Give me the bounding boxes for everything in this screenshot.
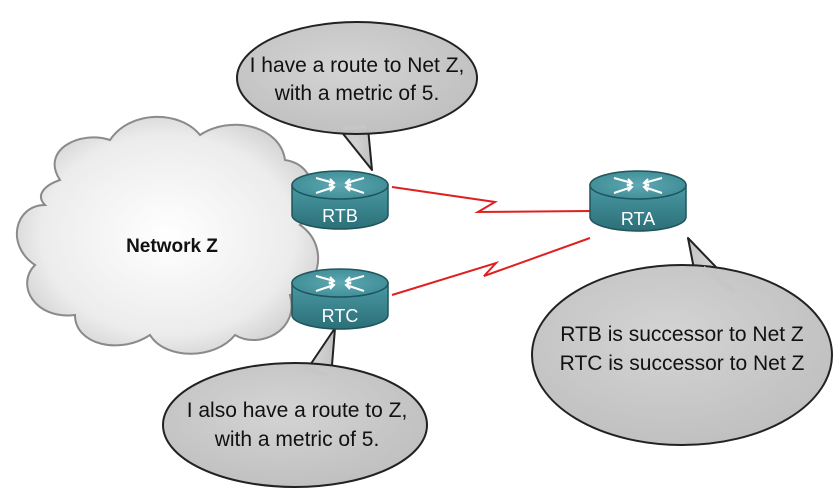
bubble-rta-line1: RTB is successor to Net Z: [560, 323, 804, 346]
router-rtb: RTB: [291, 170, 389, 230]
router-rtc: RTC: [291, 268, 389, 330]
speech-bubble-rta: RTB is successor to Net Z RTC is success…: [531, 237, 833, 446]
bubble-rtc-line2: with a metric of 5.: [214, 428, 380, 451]
link-rtc-rta: [391, 237, 591, 296]
bubble-rtb-line1: I have a route to Net Z,: [250, 54, 465, 77]
bubble-rta-line2: RTC is successor to Net Z: [560, 352, 805, 375]
link-rtb-rta: [391, 186, 591, 214]
router-rtb-label: RTB: [322, 206, 358, 226]
network-z-cloud: Network Z: [16, 115, 319, 355]
router-arrows-icon: [315, 177, 365, 194]
router-rtc-label: RTC: [322, 306, 359, 326]
router-rta-label: RTA: [621, 209, 655, 229]
speech-bubble-rtc: I also have a route to Z, with a metric …: [162, 327, 428, 488]
router-arrows-icon: [315, 275, 365, 292]
bubble-rtc-line1: I also have a route to Z,: [187, 399, 408, 422]
network-z-label: Network Z: [126, 236, 218, 257]
speech-bubble-rtb: I have a route to Net Z, with a metric o…: [236, 21, 478, 171]
serial-links: [391, 186, 591, 296]
bubble-rtb-line2: with a metric of 5.: [274, 82, 440, 105]
router-arrows-icon: [613, 177, 663, 194]
router-rta: RTA: [589, 170, 687, 232]
